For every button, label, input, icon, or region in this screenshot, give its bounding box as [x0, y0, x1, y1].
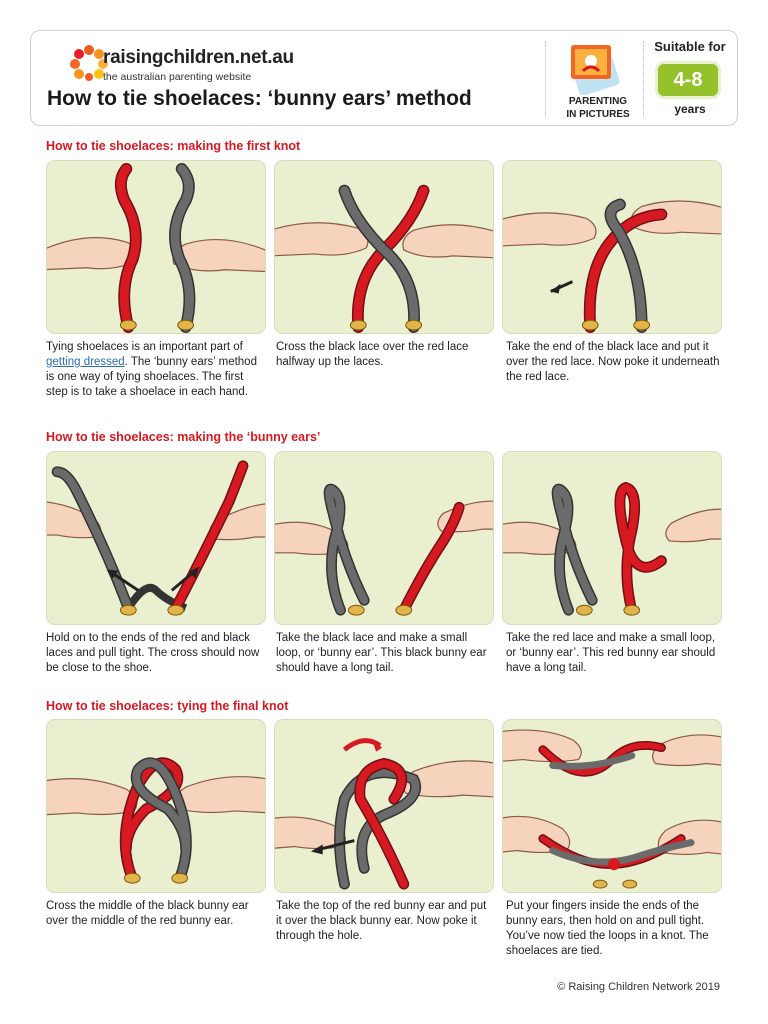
section-heading: How to tie shoelaces: tying the final kn… — [46, 699, 289, 713]
step-caption: Cross the black lace over the red lace h… — [276, 341, 469, 368]
step-illustration — [274, 451, 494, 625]
suitable-for-label: Suitable for — [654, 39, 726, 54]
step-caption: Take the red lace and make a small loop,… — [506, 632, 716, 674]
age-badge: 4-8 — [655, 61, 721, 99]
step-illustration — [502, 451, 722, 625]
site-name[interactable]: raisingchildren.net.au — [103, 47, 294, 68]
parenting-in-pictures-icon — [571, 45, 620, 95]
raisingchildren-logo-icon — [70, 45, 108, 81]
step-caption: Tying shoelaces is an important part of … — [46, 341, 257, 398]
section-heading: How to tie shoelaces: making the first k… — [46, 139, 301, 153]
step-illustration — [46, 160, 266, 334]
step-caption: Take the end of the black lace and put i… — [506, 341, 720, 383]
header-divider — [545, 41, 546, 117]
step-caption: Hold on to the ends of the red and black… — [46, 632, 260, 674]
site-tagline: the australian parenting website — [103, 71, 252, 83]
parenting-in-pictures-label: PARENTING IN PICTURES — [566, 96, 630, 120]
step-caption: Take the black lace and make a small loo… — [276, 632, 487, 674]
header-divider — [643, 41, 644, 117]
step-illustration — [274, 719, 494, 893]
section-heading: How to tie shoelaces: making the ‘bunny … — [46, 430, 321, 444]
step-illustration — [46, 451, 266, 625]
page-title: How to tie shoelaces: ‘bunny ears’ metho… — [47, 87, 472, 110]
step-illustration — [274, 160, 494, 334]
step-illustration — [502, 719, 722, 893]
step-illustration — [46, 719, 266, 893]
step-caption: Put your fingers inside the ends of the … — [506, 900, 709, 957]
copyright-notice: © Raising Children Network 2019 — [557, 981, 720, 993]
age-unit-label: years — [674, 102, 706, 116]
step-caption: Take the top of the red bunny ear and pu… — [276, 900, 487, 942]
getting-dressed-link[interactable]: getting dressed — [46, 356, 125, 368]
page-header: raisingchildren.net.au the australian pa… — [30, 30, 738, 126]
step-illustration — [502, 160, 722, 334]
step-caption: Cross the middle of the black bunny ear … — [46, 900, 249, 927]
